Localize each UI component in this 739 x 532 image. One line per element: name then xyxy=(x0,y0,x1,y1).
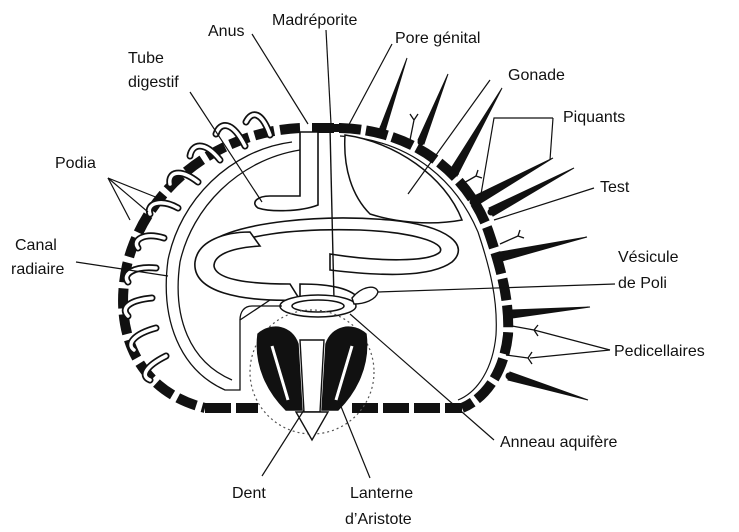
leader-lines xyxy=(76,30,615,478)
leader-dent xyxy=(262,410,304,476)
label-pore-genital: Pore génital xyxy=(395,30,480,47)
leader-podia-1 xyxy=(108,178,148,212)
pedicellaire xyxy=(462,170,482,184)
label-anus: Anus xyxy=(208,23,244,40)
stone-canal xyxy=(330,128,334,300)
label-digestif: digestif xyxy=(128,74,179,91)
pedicellaire xyxy=(500,230,524,244)
label-pedicellaires: Pedicellaires xyxy=(614,343,705,360)
label-de-poli: de Poli xyxy=(618,275,667,292)
label-radiaire: radiaire xyxy=(11,261,64,278)
spine xyxy=(500,237,587,261)
leader-anus xyxy=(252,34,308,124)
madreporite xyxy=(322,124,342,132)
leader-anneau-aquifere xyxy=(350,314,494,440)
leader-madreporite xyxy=(326,30,331,124)
label-dent: Dent xyxy=(232,485,266,502)
label-podia: Podia xyxy=(55,155,96,172)
label-daristote: d’Aristote xyxy=(345,511,412,528)
leader-pedicellaires-1 xyxy=(534,330,610,350)
label-vesicule: Vésicule xyxy=(618,249,679,266)
radial-canal-link xyxy=(240,306,282,320)
gonade xyxy=(345,135,462,223)
spine xyxy=(508,372,588,400)
spine xyxy=(380,58,407,128)
pedicellaire xyxy=(410,114,418,140)
label-canal: Canal xyxy=(15,237,57,254)
spine xyxy=(450,88,502,176)
vesicule-de-poli xyxy=(352,287,378,304)
label-lanterne: Lanterne xyxy=(350,485,413,502)
leader-lanterne xyxy=(340,404,370,478)
leader-vesicule-de-poli xyxy=(378,284,615,292)
label-gonade: Gonade xyxy=(508,67,565,84)
label-madreporite: Madréporite xyxy=(272,12,357,29)
pedicellaire xyxy=(506,352,532,364)
spine xyxy=(489,168,574,216)
label-anneau-aquifere: Anneau aquifère xyxy=(500,434,618,451)
leader-podia-2 xyxy=(108,178,158,198)
jaw-center xyxy=(300,340,324,412)
leader-pedicellaires-2 xyxy=(530,350,610,358)
tooth xyxy=(296,412,328,440)
label-piquants: Piquants xyxy=(563,109,625,126)
leader-podia-3 xyxy=(108,178,130,220)
label-tube: Tube xyxy=(128,50,164,67)
spine xyxy=(418,74,448,144)
lanterne-d-aristote xyxy=(257,327,366,440)
spine xyxy=(512,307,590,318)
label-test: Test xyxy=(600,179,630,196)
